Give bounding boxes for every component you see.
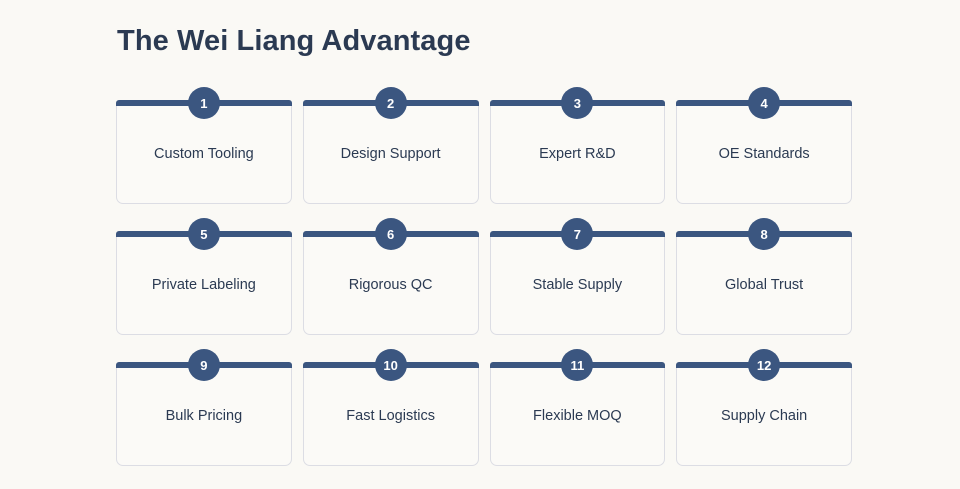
card-label: Supply Chain — [721, 408, 808, 424]
card-number-badge: 1 — [187, 87, 220, 119]
advantage-card[interactable]: 3 Expert R&D — [489, 87, 666, 204]
card-number-badge: 11 — [561, 349, 594, 381]
card-label: Bulk Pricing — [165, 408, 243, 424]
card-number-badge: 6 — [374, 218, 407, 250]
advantage-card[interactable]: 7 Stable Supply — [489, 218, 666, 335]
advantage-card[interactable]: 9 Bulk Pricing — [116, 349, 292, 466]
card-label: Stable Supply — [532, 277, 623, 293]
page-title: The Wei Liang Advantage — [117, 25, 471, 57]
card-label: Expert R&D — [539, 146, 616, 162]
card-label: Custom Tooling — [154, 146, 254, 162]
card-number-badge: 12 — [748, 349, 781, 381]
card-number-badge: 8 — [748, 218, 781, 250]
card-label: Private Labeling — [151, 277, 256, 293]
advantage-card-grid: 1 Custom Tooling 2 Design Support 3 Expe… — [116, 87, 852, 466]
advantage-card[interactable]: 4 OE Standards — [676, 87, 852, 204]
advantage-card[interactable]: 5 Private Labeling — [116, 218, 292, 335]
card-number-badge: 7 — [561, 218, 594, 250]
card-number-badge: 5 — [187, 218, 220, 250]
advantage-card[interactable]: 8 Global Trust — [676, 218, 852, 335]
advantage-card[interactable]: 11 Flexible MOQ — [489, 349, 666, 466]
card-label: OE Standards — [718, 146, 810, 162]
card-number-badge: 4 — [748, 87, 781, 119]
card-label: Flexible MOQ — [533, 408, 622, 424]
advantage-card[interactable]: 2 Design Support — [302, 87, 479, 204]
advantage-card[interactable]: 10 Fast Logistics — [302, 349, 479, 466]
advantage-card[interactable]: 12 Supply Chain — [676, 349, 852, 466]
card-number-badge: 3 — [561, 87, 594, 119]
card-number-badge: 9 — [187, 349, 220, 381]
card-number-badge: 10 — [374, 349, 407, 381]
advantage-card[interactable]: 1 Custom Tooling — [116, 87, 292, 204]
card-label: Design Support — [340, 146, 441, 162]
card-label: Global Trust — [725, 277, 804, 293]
card-label: Rigorous QC — [348, 277, 433, 293]
advantage-card[interactable]: 6 Rigorous QC — [302, 218, 479, 335]
card-number-badge: 2 — [374, 87, 407, 119]
card-label: Fast Logistics — [346, 408, 435, 424]
